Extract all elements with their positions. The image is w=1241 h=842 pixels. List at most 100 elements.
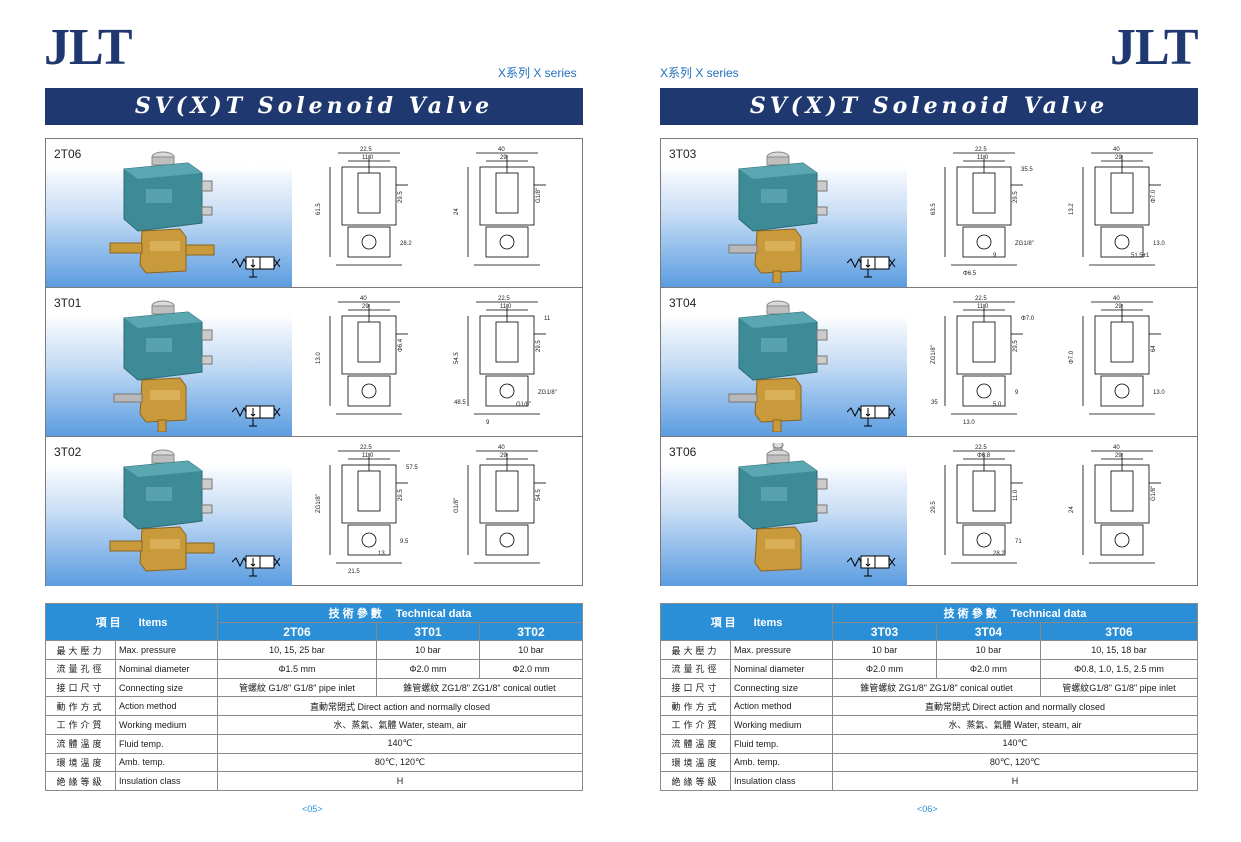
page-number: <06> — [917, 804, 938, 814]
dimension-label: Φ7.0 — [1151, 189, 1157, 203]
dimension-label: 11.0 — [977, 155, 989, 161]
valve-symbol-icon — [232, 256, 281, 278]
model-column-header: 3T04 — [935, 621, 1041, 642]
dimension-label: 24 — [454, 208, 460, 215]
dimension-label: 13.0 — [316, 352, 322, 364]
row-label-en: Connecting size — [115, 677, 218, 698]
spec-value: Φ2.0 mm — [375, 659, 480, 679]
valve-photo — [728, 151, 828, 283]
row-label-zh: 流量孔徑 — [45, 659, 116, 679]
catalog-page-left: JLT X系列 X series SV(X)T Solenoid Valve 2… — [0, 0, 620, 842]
dimension-label: 11 — [544, 316, 551, 322]
dimension-label: 51.5±1 — [1131, 253, 1150, 259]
spec-value: 水、蒸氣、氣體 Water, steam, air — [217, 715, 583, 735]
row-label-zh: 工作介質 — [45, 715, 116, 735]
row-label-zh: 流量孔徑 — [660, 659, 731, 679]
dimension-label: 40 — [1113, 445, 1120, 451]
row-label-en: Nominal diameter — [730, 659, 833, 679]
dimension-label: 11.0 — [500, 304, 512, 310]
dimension-label: 54.5 — [536, 489, 542, 501]
brand-logo: JLT — [44, 19, 133, 76]
spec-value: 錐管螺紋 ZG1/8" ZG1/8" conical outlet — [832, 677, 1041, 698]
row-label-zh: 絶緣等級 — [45, 771, 116, 791]
row-label-en: Fluid temp. — [730, 733, 833, 754]
spec-value: 10 bar — [935, 640, 1041, 661]
dimension-label: 35 — [931, 400, 938, 406]
dimension-label: ZG1/8" — [931, 345, 937, 364]
model-column-header: 3T02 — [478, 621, 584, 642]
model-label: 3T06 — [669, 445, 697, 459]
row-label-zh: 絶緣等級 — [660, 771, 731, 791]
spec-value: 80℃, 120℃ — [217, 752, 583, 773]
dimension-label: 29.5 — [398, 191, 404, 203]
dimension-label: 21.5 — [348, 569, 360, 575]
dimension-label: 63.5 — [931, 203, 937, 215]
title-banner: SV(X)T Solenoid Valve — [45, 88, 583, 125]
row-label-zh: 環境溫度 — [45, 752, 116, 773]
dimension-label: 13.2 — [1069, 203, 1075, 215]
technical-data-zh: 技 術 參 數 — [328, 607, 382, 620]
dimension-label: G1/8" — [454, 498, 460, 513]
row-label-zh: 最大壓力 — [45, 640, 116, 661]
dimension-label: 11.0 — [977, 304, 989, 310]
dimension-label: Φ7.0 — [1021, 316, 1035, 322]
dimension-label: 40 — [1113, 296, 1120, 302]
valve-photo — [738, 443, 828, 572]
dimension-label: 22.5 — [975, 147, 987, 153]
dimension-label: 9 — [993, 253, 997, 259]
model-label: 2T06 — [54, 147, 82, 161]
dimension-label: G1/8" — [536, 188, 542, 203]
dimension-label: Φ6.4 — [398, 338, 404, 352]
spec-value: 10, 15, 18 bar — [1039, 640, 1199, 661]
dimension-label: ZG1/8" — [538, 390, 557, 396]
dimension-label: 54.5 — [454, 352, 460, 364]
spec-value: 10 bar — [478, 640, 584, 661]
dimension-label: 28.2 — [993, 551, 1005, 557]
dimension-label: 5.0 — [993, 402, 1002, 408]
dimension-label: ZG1/8" — [1015, 241, 1034, 247]
spec-value: 80℃, 120℃ — [832, 752, 1198, 773]
spec-value: Φ2.0 mm — [832, 659, 937, 679]
row-label-en: Nominal diameter — [115, 659, 218, 679]
row-label-en: Working medium — [115, 715, 218, 735]
dimension-label: 24 — [1069, 506, 1075, 513]
row-label-zh: 工作介質 — [660, 715, 731, 735]
spec-value: 140℃ — [217, 733, 583, 754]
spec-value: 10, 15, 25 bar — [217, 640, 377, 661]
row-label-zh: 環境溫度 — [660, 752, 731, 773]
dimension-label: 11.0 — [362, 453, 374, 459]
model-column-header: 3T06 — [1039, 621, 1199, 642]
row-label-en: Max. pressure — [115, 640, 218, 661]
catalog-page-right: JLT X系列 X series SV(X)T Solenoid Valve 3… — [620, 0, 1240, 842]
technical-data-en: Technical data — [1010, 607, 1087, 620]
dimension-label: 61.5 — [316, 203, 322, 215]
title-banner: SV(X)T Solenoid Valve — [660, 88, 1198, 125]
row-label-en: Insulation class — [730, 771, 833, 791]
spec-value: Φ2.0 mm — [478, 659, 584, 679]
row-label-zh: 流體溫度 — [660, 733, 731, 754]
model-column-header: 3T01 — [375, 621, 480, 642]
spec-value: 10 bar — [375, 640, 480, 661]
items-header-en: Items — [138, 617, 168, 630]
dimension-label: 22.5 — [498, 296, 510, 302]
dimension-label: 29 — [362, 304, 369, 310]
